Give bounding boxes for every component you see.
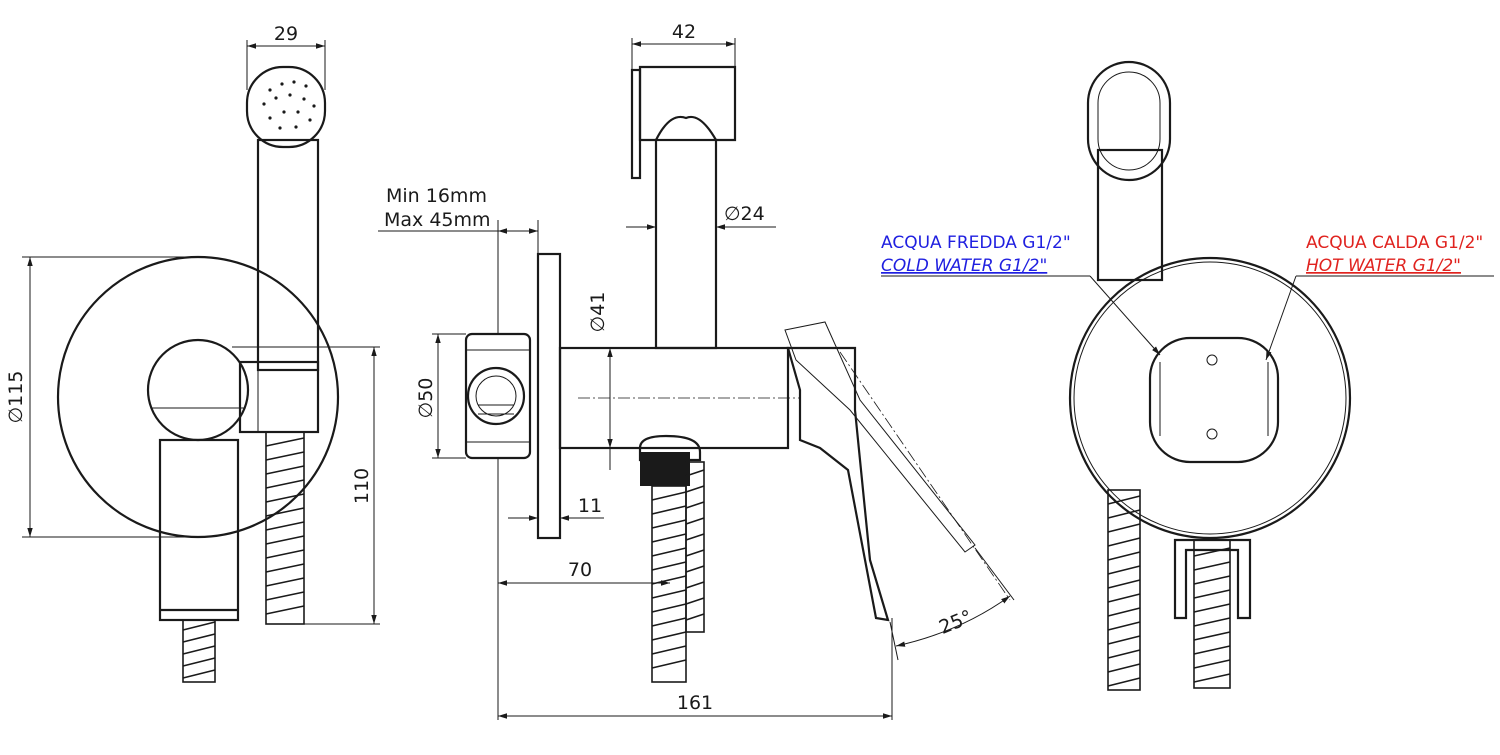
label-hot-en: HOT WATER G1/2" xyxy=(1306,256,1461,276)
label-cold-it: ACQUA FREDDA G1/2" xyxy=(881,233,1071,253)
front-lever-handle xyxy=(158,438,240,622)
back-hose-left xyxy=(1107,489,1141,691)
front-hose-right xyxy=(265,431,305,625)
back-hose-right xyxy=(1173,538,1252,689)
front-holder-block xyxy=(238,360,320,434)
side-holder xyxy=(638,65,737,142)
side-view: 42 Min 16mm Max 45mm ∅24 ∅41 ∅50 11 70 1… xyxy=(378,21,1015,720)
front-hose-center xyxy=(182,619,216,683)
front-shower-head xyxy=(245,65,327,149)
dim-depth-70: 70 xyxy=(568,559,592,581)
dim-plate-thickness: 11 xyxy=(578,495,602,517)
side-wall-plate xyxy=(536,252,562,540)
label-cold-en: COLD WATER G1/2" xyxy=(881,256,1047,276)
back-hose-upper xyxy=(1096,148,1164,282)
back-valve-body xyxy=(1148,336,1280,464)
dim-holder-width: 42 xyxy=(672,21,696,43)
front-hose-sleeve xyxy=(256,138,320,372)
front-head-nozzles xyxy=(262,80,316,130)
back-shower-head xyxy=(1086,60,1172,182)
dim-head-width: 29 xyxy=(274,23,298,45)
note-wall-min: Min 16mm xyxy=(386,185,487,207)
dim-height-110: 110 xyxy=(351,468,373,504)
dim-body-diameter: ∅41 xyxy=(587,292,609,333)
side-hose-upper xyxy=(654,138,718,350)
front-view: 29 ∅115 110 xyxy=(5,23,380,683)
dim-hose-diameter: ∅24 xyxy=(724,203,765,225)
dim-plate-diameter: ∅115 xyxy=(5,371,27,424)
back-wall-plate xyxy=(1068,256,1352,540)
dim-connector-diameter: ∅50 xyxy=(415,378,437,419)
back-view: ACQUA FREDDA G1/2" COLD WATER G1/2" ACQU… xyxy=(881,60,1494,691)
dim-lever-angle: 25° xyxy=(936,606,975,639)
front-lever-head xyxy=(146,338,250,442)
note-wall-max: Max 45mm xyxy=(384,209,491,231)
side-hose-lower xyxy=(638,434,705,683)
side-connector-port xyxy=(466,366,526,426)
side-lever-alt xyxy=(784,321,976,553)
side-lever xyxy=(786,346,890,622)
label-hot-it: ACQUA CALDA G1/2" xyxy=(1306,233,1483,253)
dim-depth-161: 161 xyxy=(677,692,713,714)
